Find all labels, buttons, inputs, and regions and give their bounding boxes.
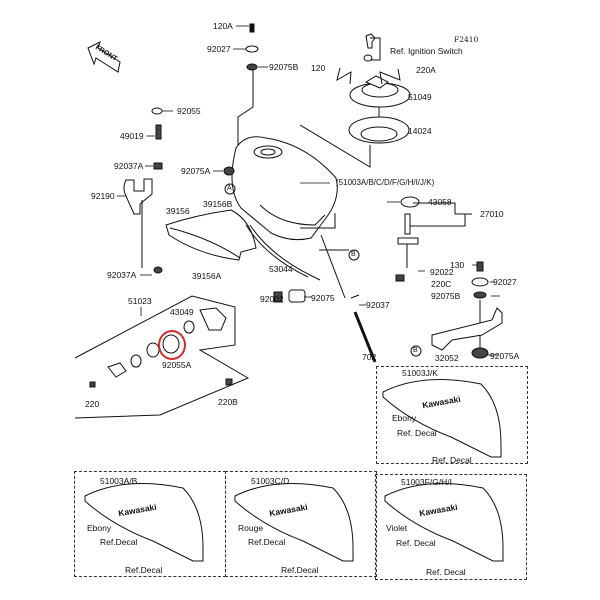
variant-decal-2: Ref.Decal <box>281 565 319 575</box>
bracket-32052 <box>431 307 503 351</box>
variant-part[interactable]: 51003C/D <box>251 476 290 486</box>
grommet-92027-top <box>245 45 259 53</box>
part-label-220C[interactable]: 220C <box>431 279 452 289</box>
part-label-39156A[interactable]: 39156A <box>192 271 222 281</box>
variant-color: Rouge <box>238 523 264 533</box>
part-label-92055A[interactable]: 92055A <box>162 360 192 370</box>
variant-decal-1: Ref.Decal <box>100 537 138 547</box>
variant-color: Ebony <box>87 523 112 533</box>
part-label-220A[interactable]: 220A <box>416 65 436 75</box>
part-label-43058[interactable]: 43058 <box>428 197 452 207</box>
part-label-92027-right[interactable]: 92027 <box>493 277 517 287</box>
part-label-92037A-bottom[interactable]: 92037A <box>107 270 137 280</box>
highlight-ring-92055A <box>158 330 186 360</box>
part-label-32052[interactable]: 32052 <box>435 353 459 363</box>
callout-b-upper: B <box>351 251 356 258</box>
part-label-92075B-right[interactable]: 92075B <box>431 291 461 301</box>
part-label-51049[interactable]: 51049 <box>408 92 432 102</box>
part-label-39156[interactable]: 39156 <box>166 206 190 216</box>
variant-decal-1: Ref. Decal <box>396 538 436 548</box>
grommet-92075B-top <box>246 63 258 71</box>
variant-color: Ebony <box>392 413 417 423</box>
ring-14024 <box>348 116 410 144</box>
variant-decal-2: Ref.Decal <box>125 565 163 575</box>
variant-decal-1: Ref.Decal <box>248 537 286 547</box>
part-label-220B[interactable]: 220B <box>218 397 238 407</box>
part-label-92075B-top[interactable]: 92075B <box>269 62 299 72</box>
variant-part[interactable]: 51003A/B <box>100 476 138 486</box>
part-label-43049[interactable]: 43049 <box>170 307 194 317</box>
part-label-53044[interactable]: 53044 <box>269 264 293 274</box>
part-label-92022[interactable]: 92022 <box>430 267 454 277</box>
part-label-92037A-top[interactable]: 92037A <box>114 161 144 171</box>
variant-panel-51003AB: 51003A/B Kawasaki Ebony Ref.Decal Ref.De… <box>74 471 226 577</box>
ignition-switch-ref: Ref. Ignition Switch <box>390 46 463 56</box>
part-label-130[interactable]: 130 <box>450 260 465 270</box>
part-label-39156B[interactable]: 39156B <box>203 199 233 209</box>
part-label-92075A-right[interactable]: 92075A <box>490 351 520 361</box>
part-label-120[interactable]: 120 <box>311 63 326 73</box>
part-label-51023[interactable]: 51023 <box>128 296 152 306</box>
variant-decal-2: Ref. Decal <box>426 567 466 577</box>
part-label-220[interactable]: 220 <box>85 399 100 409</box>
part-label-51003-main[interactable]: (51003A/B/C/D/F/G/H/I/J/K) <box>336 178 435 187</box>
variant-part[interactable]: 51003F/G/H/I <box>401 477 453 487</box>
front-arrow-icon <box>87 41 121 73</box>
fuel-sensor-27010 <box>395 196 420 282</box>
variant-brand: Kawasaki <box>117 501 158 519</box>
fuel-cap-51049 <box>349 75 411 108</box>
variant-decal-1: Ref. Decal <box>397 428 437 438</box>
part-label-92037[interactable]: 92037 <box>366 300 390 310</box>
variant-panel-51003FGHI: 51003F/G/H/I Kawasaki Violet Ref. Decal … <box>375 474 527 580</box>
part-label-92002[interactable]: 92002 <box>260 294 284 304</box>
variant-brand: Kawasaki <box>268 501 309 519</box>
part-label-14024[interactable]: 14024 <box>408 126 432 136</box>
variant-brand: Kawasaki <box>418 501 459 519</box>
part-label-120A[interactable]: 120A <box>213 21 233 31</box>
heat-shield-39156 <box>165 209 257 261</box>
fuel-tank <box>231 136 338 241</box>
figure-code: F2410 <box>454 35 479 44</box>
bolt-120A <box>249 23 255 33</box>
callout-b-lower: B <box>413 347 418 354</box>
callout-a: A <box>227 185 232 192</box>
variant-decal-2: Ref. Decal <box>432 455 472 465</box>
variant-part[interactable]: 51003J/K <box>402 368 438 378</box>
part-label-92055[interactable]: 92055 <box>177 106 201 116</box>
variant-panel-51003CD: 51003C/D Kawasaki Rouge Ref.Decal Ref.De… <box>225 471 377 577</box>
part-label-92075[interactable]: 92075 <box>311 293 335 303</box>
part-label-92190[interactable]: 92190 <box>91 191 115 201</box>
variant-color: Violet <box>386 523 408 533</box>
part-label-702[interactable]: 702 <box>362 352 377 362</box>
variant-brand: Kawasaki <box>421 393 462 411</box>
part-label-92027-top[interactable]: 92027 <box>207 44 231 54</box>
part-label-92075A-left[interactable]: 92075A <box>181 166 211 176</box>
part-label-27010[interactable]: 27010 <box>480 209 504 219</box>
variant-panel-51003JK: 51003J/K Kawasaki Ebony Ref. Decal Ref. … <box>376 366 528 465</box>
part-label-49019[interactable]: 49019 <box>120 131 144 141</box>
